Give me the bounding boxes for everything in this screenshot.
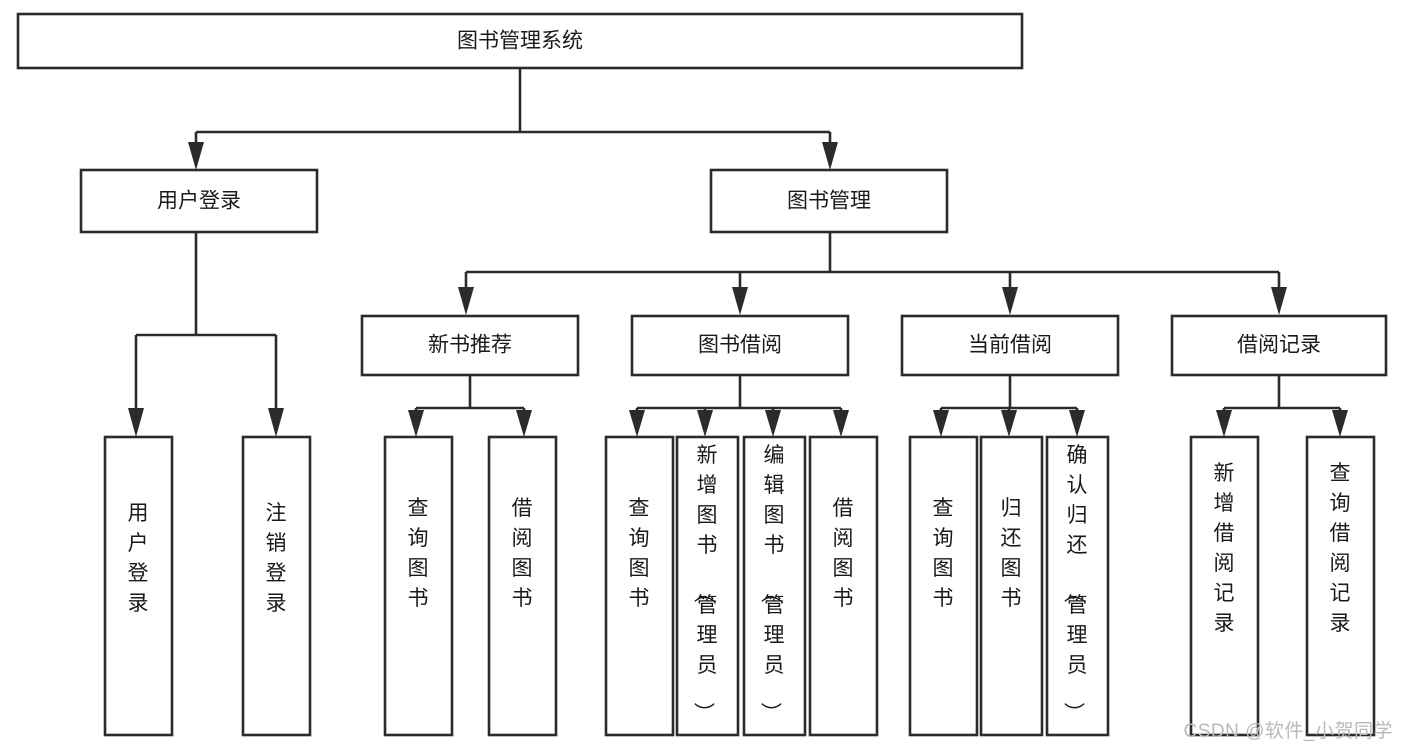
node-leaf-book-borrow-4-label: 借阅图书 <box>833 497 854 610</box>
node-leaf-book-borrow-3-label: 编辑图书（管理员） <box>759 444 785 723</box>
arrow-current-borrow-leaf-3 <box>1069 410 1085 437</box>
arrow-book-mgmt-child-3 <box>1002 287 1018 315</box>
node-leaf-book-borrow-2-label: 新增图书（管理员） <box>692 444 718 723</box>
node-book-borrow[interactable]: 图书借阅 <box>630 314 850 377</box>
node-leaf-book-borrow-1-box[interactable] <box>604 435 675 737</box>
node-user-login[interactable]: 用户登录 <box>79 168 319 234</box>
node-current-borrow-box[interactable] <box>900 314 1120 377</box>
arrow-book-borrow-leaf-3 <box>765 410 781 437</box>
node-leaf-book-borrow-1[interactable]: 查询图书 <box>604 435 675 737</box>
node-leaf-current-borrow-3-label: 确认归还（管理员） <box>1062 444 1088 723</box>
node-leaf-current-borrow-2[interactable]: 归还图书 <box>979 435 1044 737</box>
node-borrow-record-box[interactable] <box>1170 314 1388 377</box>
node-leaf-new-book-1-box[interactable] <box>383 435 454 737</box>
node-leaf-current-borrow-3-box[interactable] <box>1045 435 1110 737</box>
node-leaf-user-login-2[interactable]: 注销登录 <box>241 435 312 737</box>
node-book-management-label: 图书管理 <box>787 190 871 213</box>
csdn-watermark: CSDN @软件_小贺同学 <box>1183 721 1393 742</box>
node-leaf-book-borrow-4-box[interactable] <box>808 435 879 737</box>
arrow-book-mgmt-child-2 <box>732 287 748 315</box>
connector-group-new-book <box>408 375 532 437</box>
arrow-book-borrow-leaf-2 <box>697 410 713 437</box>
node-leaf-book-borrow-3-box[interactable] <box>742 435 807 737</box>
arrow-book-borrow-leaf-4 <box>833 410 849 437</box>
node-leaf-current-borrow-1-label: 查询图书 <box>933 497 954 610</box>
node-user-login-box[interactable] <box>79 168 319 234</box>
node-leaf-current-borrow-2-label: 归还图书 <box>1001 497 1022 610</box>
connector-group-user-login <box>128 232 284 437</box>
node-leaf-book-borrow-1-label: 查询图书 <box>629 497 650 610</box>
node-leaf-borrow-record-1-box[interactable] <box>1189 435 1260 737</box>
node-leaf-book-borrow-4[interactable]: 借阅图书 <box>808 435 879 737</box>
node-leaf-borrow-record-1-label: 新增借阅记录 <box>1214 462 1235 635</box>
arrow-new-book-leaf-1 <box>408 410 424 437</box>
node-leaf-current-borrow-2-box[interactable] <box>979 435 1044 737</box>
node-borrow-record[interactable]: 借阅记录 <box>1170 314 1388 377</box>
node-borrow-record-label: 借阅记录 <box>1237 334 1321 357</box>
node-leaf-current-borrow-1-box[interactable] <box>908 435 979 737</box>
arrow-book-mgmt-child-4 <box>1271 287 1287 315</box>
arrow-user-login-leaf-2 <box>268 408 284 437</box>
connector-group-book-borrow <box>629 375 849 437</box>
node-new-book-recommend-box[interactable] <box>360 314 580 377</box>
node-leaf-new-book-2[interactable]: 借阅图书 <box>487 435 558 737</box>
node-current-borrow-label: 当前借阅 <box>968 334 1052 357</box>
connector-group-borrow-record <box>1216 375 1348 437</box>
node-root-system[interactable]: 图书管理系统 <box>16 12 1024 70</box>
node-root-system-box[interactable] <box>16 12 1024 70</box>
node-leaf-current-borrow-3[interactable]: 确认归还（管理员） <box>1045 435 1110 737</box>
node-leaf-borrow-record-2[interactable]: 查询借阅记录 <box>1305 435 1376 737</box>
node-leaf-new-book-2-label: 借阅图书 <box>512 497 533 610</box>
arrow-user-login-leaf-1 <box>128 408 144 437</box>
node-leaf-user-login-2-box[interactable] <box>241 435 312 737</box>
node-book-borrow-box[interactable] <box>630 314 850 377</box>
node-leaf-user-login-1[interactable]: 用户登录 <box>103 435 174 737</box>
arrow-borrow-record-leaf-1 <box>1216 410 1232 437</box>
node-book-borrow-label: 图书借阅 <box>698 334 782 357</box>
arrow-current-borrow-leaf-1 <box>933 410 949 437</box>
connector-group-current-borrow <box>933 375 1085 437</box>
arrow-root-to-user-login <box>188 142 204 170</box>
arrow-root-to-book-mgmt <box>822 142 838 170</box>
node-root-system-label: 图书管理系统 <box>457 30 583 53</box>
arrow-borrow-record-leaf-2 <box>1332 410 1348 437</box>
node-leaf-book-borrow-2-box[interactable] <box>675 435 740 737</box>
node-leaf-book-borrow-2[interactable]: 新增图书（管理员） <box>675 435 740 737</box>
node-book-management[interactable]: 图书管理 <box>709 168 949 234</box>
node-leaf-user-login-1-label: 用户登录 <box>128 502 149 615</box>
arrow-current-borrow-leaf-2 <box>1001 410 1017 437</box>
node-book-management-box[interactable] <box>709 168 949 234</box>
node-leaf-new-book-1-label: 查询图书 <box>408 497 429 610</box>
node-leaf-borrow-record-2-box[interactable] <box>1305 435 1376 737</box>
connector-group-book-mgmt <box>458 232 1287 315</box>
node-leaf-user-login-1-box[interactable] <box>103 435 174 737</box>
arrow-book-borrow-leaf-1 <box>629 410 645 437</box>
node-leaf-user-login-2-label: 注销登录 <box>266 502 287 615</box>
node-new-book-recommend-label: 新书推荐 <box>428 334 512 357</box>
arrow-book-mgmt-child-1 <box>458 287 474 315</box>
node-leaf-book-borrow-3[interactable]: 编辑图书（管理员） <box>742 435 807 737</box>
node-new-book-recommend[interactable]: 新书推荐 <box>360 314 580 377</box>
node-current-borrow[interactable]: 当前借阅 <box>900 314 1120 377</box>
node-leaf-new-book-2-box[interactable] <box>487 435 558 737</box>
node-user-login-label: 用户登录 <box>157 190 241 213</box>
arrow-new-book-leaf-2 <box>516 410 532 437</box>
node-leaf-new-book-1[interactable]: 查询图书 <box>383 435 454 737</box>
node-leaf-current-borrow-1[interactable]: 查询图书 <box>908 435 979 737</box>
connector-group-root <box>188 68 838 170</box>
node-leaf-borrow-record-2-label: 查询借阅记录 <box>1330 462 1351 635</box>
node-leaf-borrow-record-1[interactable]: 新增借阅记录 <box>1189 435 1260 737</box>
